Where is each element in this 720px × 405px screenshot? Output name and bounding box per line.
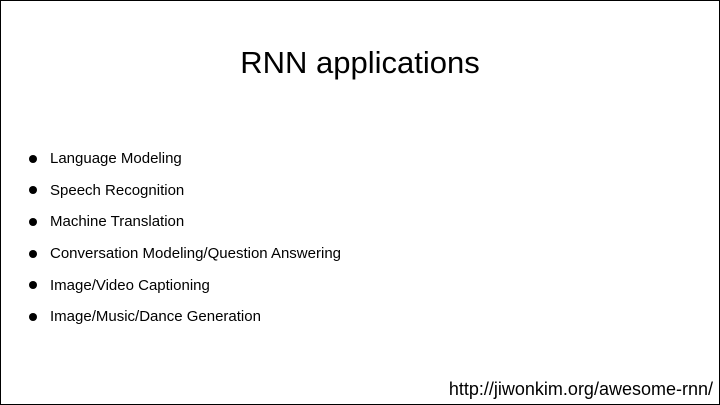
bullet-text: Speech Recognition bbox=[50, 181, 185, 199]
bullet-dot-icon bbox=[29, 312, 37, 321]
bullet-dot-icon bbox=[29, 281, 37, 290]
list-item: Speech Recognition bbox=[29, 175, 341, 207]
list-item: Machine Translation bbox=[29, 206, 341, 238]
bullet-dot-icon bbox=[29, 217, 37, 226]
bullet-list: Language Modeling Speech Recognition Mac… bbox=[29, 143, 341, 333]
bullet-dot-icon bbox=[29, 186, 37, 195]
list-item: Image/Video Captioning bbox=[29, 269, 341, 301]
list-item: Image/Music/Dance Generation bbox=[29, 301, 341, 333]
list-item: Language Modeling bbox=[29, 143, 341, 175]
source-link[interactable]: http://jiwonkim.org/awesome-rnn/ bbox=[448, 379, 713, 399]
bullet-text: Image/Music/Dance Generation bbox=[50, 308, 261, 326]
bullet-text: Conversation Modeling/Question Answering bbox=[50, 245, 341, 263]
bullet-text: Language Modeling bbox=[50, 150, 182, 168]
list-item: Conversation Modeling/Question Answering bbox=[29, 238, 341, 270]
bullet-text: Machine Translation bbox=[50, 213, 185, 231]
bullet-dot-icon bbox=[29, 154, 37, 163]
bullet-dot-icon bbox=[29, 249, 37, 258]
slide-title: RNN applications bbox=[240, 45, 480, 80]
bullet-text: Image/Video Captioning bbox=[50, 276, 210, 294]
